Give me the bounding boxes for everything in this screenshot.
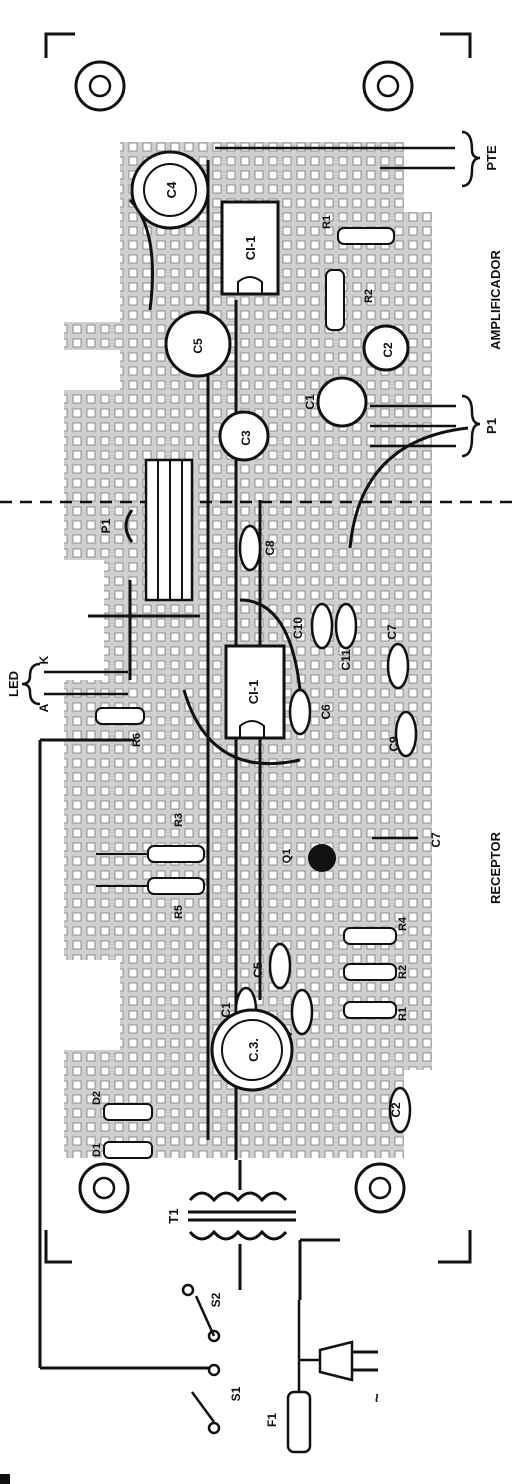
- mounting-hole: [78, 1162, 130, 1214]
- mounting-hole: [74, 60, 126, 112]
- capacitor-c8: [238, 524, 262, 572]
- r5-label: R5: [173, 905, 185, 919]
- led-anode-label: A: [37, 703, 51, 712]
- diode-d2: [103, 1103, 153, 1121]
- mains-plug: [299, 1340, 378, 1382]
- r1-rx-label: R1: [397, 1007, 409, 1021]
- r1-amp-label: R1: [321, 215, 333, 229]
- ci1-amp-label: CI-1: [243, 236, 258, 261]
- resistor-r6: [95, 707, 145, 725]
- s1-label: S1: [229, 1386, 243, 1401]
- diode-d1: [103, 1141, 153, 1159]
- r3-label: R3: [173, 813, 185, 827]
- c10-label: C10: [291, 617, 305, 639]
- led-cathode-label: K: [37, 655, 51, 664]
- c2-amp-label: C2: [381, 342, 395, 358]
- capacitor-c4-rx: [290, 988, 314, 1036]
- c5-amp-label: C5: [191, 338, 205, 354]
- t1-label: T1: [166, 1208, 181, 1223]
- page-marker: [0, 1474, 10, 1484]
- capacitor-c7: [386, 642, 410, 690]
- c8-label: C8: [263, 540, 277, 556]
- resistor-r1-amp: [337, 227, 395, 245]
- potentiometer-p1: [124, 458, 194, 602]
- c3-amp-label: C3: [239, 430, 253, 446]
- q1-label: Q1: [281, 849, 293, 864]
- r4-label: R4: [397, 916, 409, 931]
- c1-rx-label: C1: [219, 1002, 233, 1018]
- r2-amp-label: R2: [363, 289, 375, 303]
- resistor-r1-rx: [343, 1001, 397, 1019]
- pte-connector: [215, 130, 481, 188]
- mounting-hole: [362, 60, 414, 112]
- s2-label: S2: [209, 1292, 223, 1307]
- capacitor-c1-amp: [316, 376, 368, 428]
- c1-amp-label: C1: [303, 394, 317, 410]
- c7b-label: C7: [429, 832, 443, 848]
- capacitor-c3-amp: [218, 410, 270, 462]
- transformer-t1: [188, 1160, 296, 1290]
- p1-right-connector: [370, 394, 481, 458]
- p1-pot-label: P1: [99, 518, 113, 533]
- capacitor-c3-rx: [210, 1008, 294, 1092]
- f1-label: F1: [265, 1413, 279, 1427]
- ic-ci1-receiver: [224, 644, 286, 740]
- capacitor-c9: [394, 710, 418, 758]
- resistor-r3: [96, 845, 205, 863]
- p1-right-label: P1: [484, 418, 499, 434]
- capacitor-c6: [288, 688, 312, 736]
- c9-label: C9: [387, 736, 401, 752]
- resistor-r2-amp: [325, 269, 345, 331]
- c7-label: C7: [385, 624, 399, 640]
- frame-brackets: [44, 32, 472, 1264]
- capacitor-c2-rx: [388, 1086, 412, 1134]
- transistor-q1: [308, 844, 336, 872]
- c4-label: C4: [164, 181, 179, 198]
- capacitor-c2-amp: [362, 324, 410, 372]
- resistor-r4: [343, 927, 397, 945]
- ci1-rx-label: CI-1: [246, 680, 261, 705]
- d1-label: D1: [91, 1143, 103, 1157]
- r6-label: R6: [131, 733, 143, 747]
- mounting-hole: [354, 1162, 406, 1214]
- ac-symbol: ~: [369, 1393, 386, 1402]
- c11-label: C11: [339, 649, 353, 671]
- c5-rx-label: C5: [251, 962, 265, 978]
- capacitor-c5-rx: [268, 942, 292, 990]
- capacitor-c5-amp: [164, 310, 232, 378]
- switch-s2: [181, 1283, 221, 1343]
- r2-rx-label: R2: [397, 965, 409, 979]
- fuse-f1: [286, 1300, 312, 1454]
- capacitor-c10: [310, 602, 334, 650]
- led-label: LED: [6, 671, 21, 697]
- d2-label: D2: [91, 1091, 103, 1105]
- resistor-r5: [96, 877, 205, 895]
- switch-s1: [190, 1363, 221, 1435]
- c3-rx-label: C.3.: [246, 1038, 261, 1062]
- receiver-section-label: RECEPTOR: [488, 831, 503, 904]
- ic-ci1-amplifier: [220, 200, 280, 296]
- c2-rx-label: C2: [389, 1102, 403, 1118]
- led-connector: [21, 662, 128, 706]
- capacitor-c11: [334, 602, 358, 650]
- c6-label: C6: [319, 704, 333, 720]
- pte-label: PTE: [484, 145, 499, 171]
- capacitor-c4: [130, 150, 210, 230]
- amplifier-section-label: AMPLIFICADOR: [488, 250, 503, 350]
- resistor-r2-rx: [343, 963, 397, 981]
